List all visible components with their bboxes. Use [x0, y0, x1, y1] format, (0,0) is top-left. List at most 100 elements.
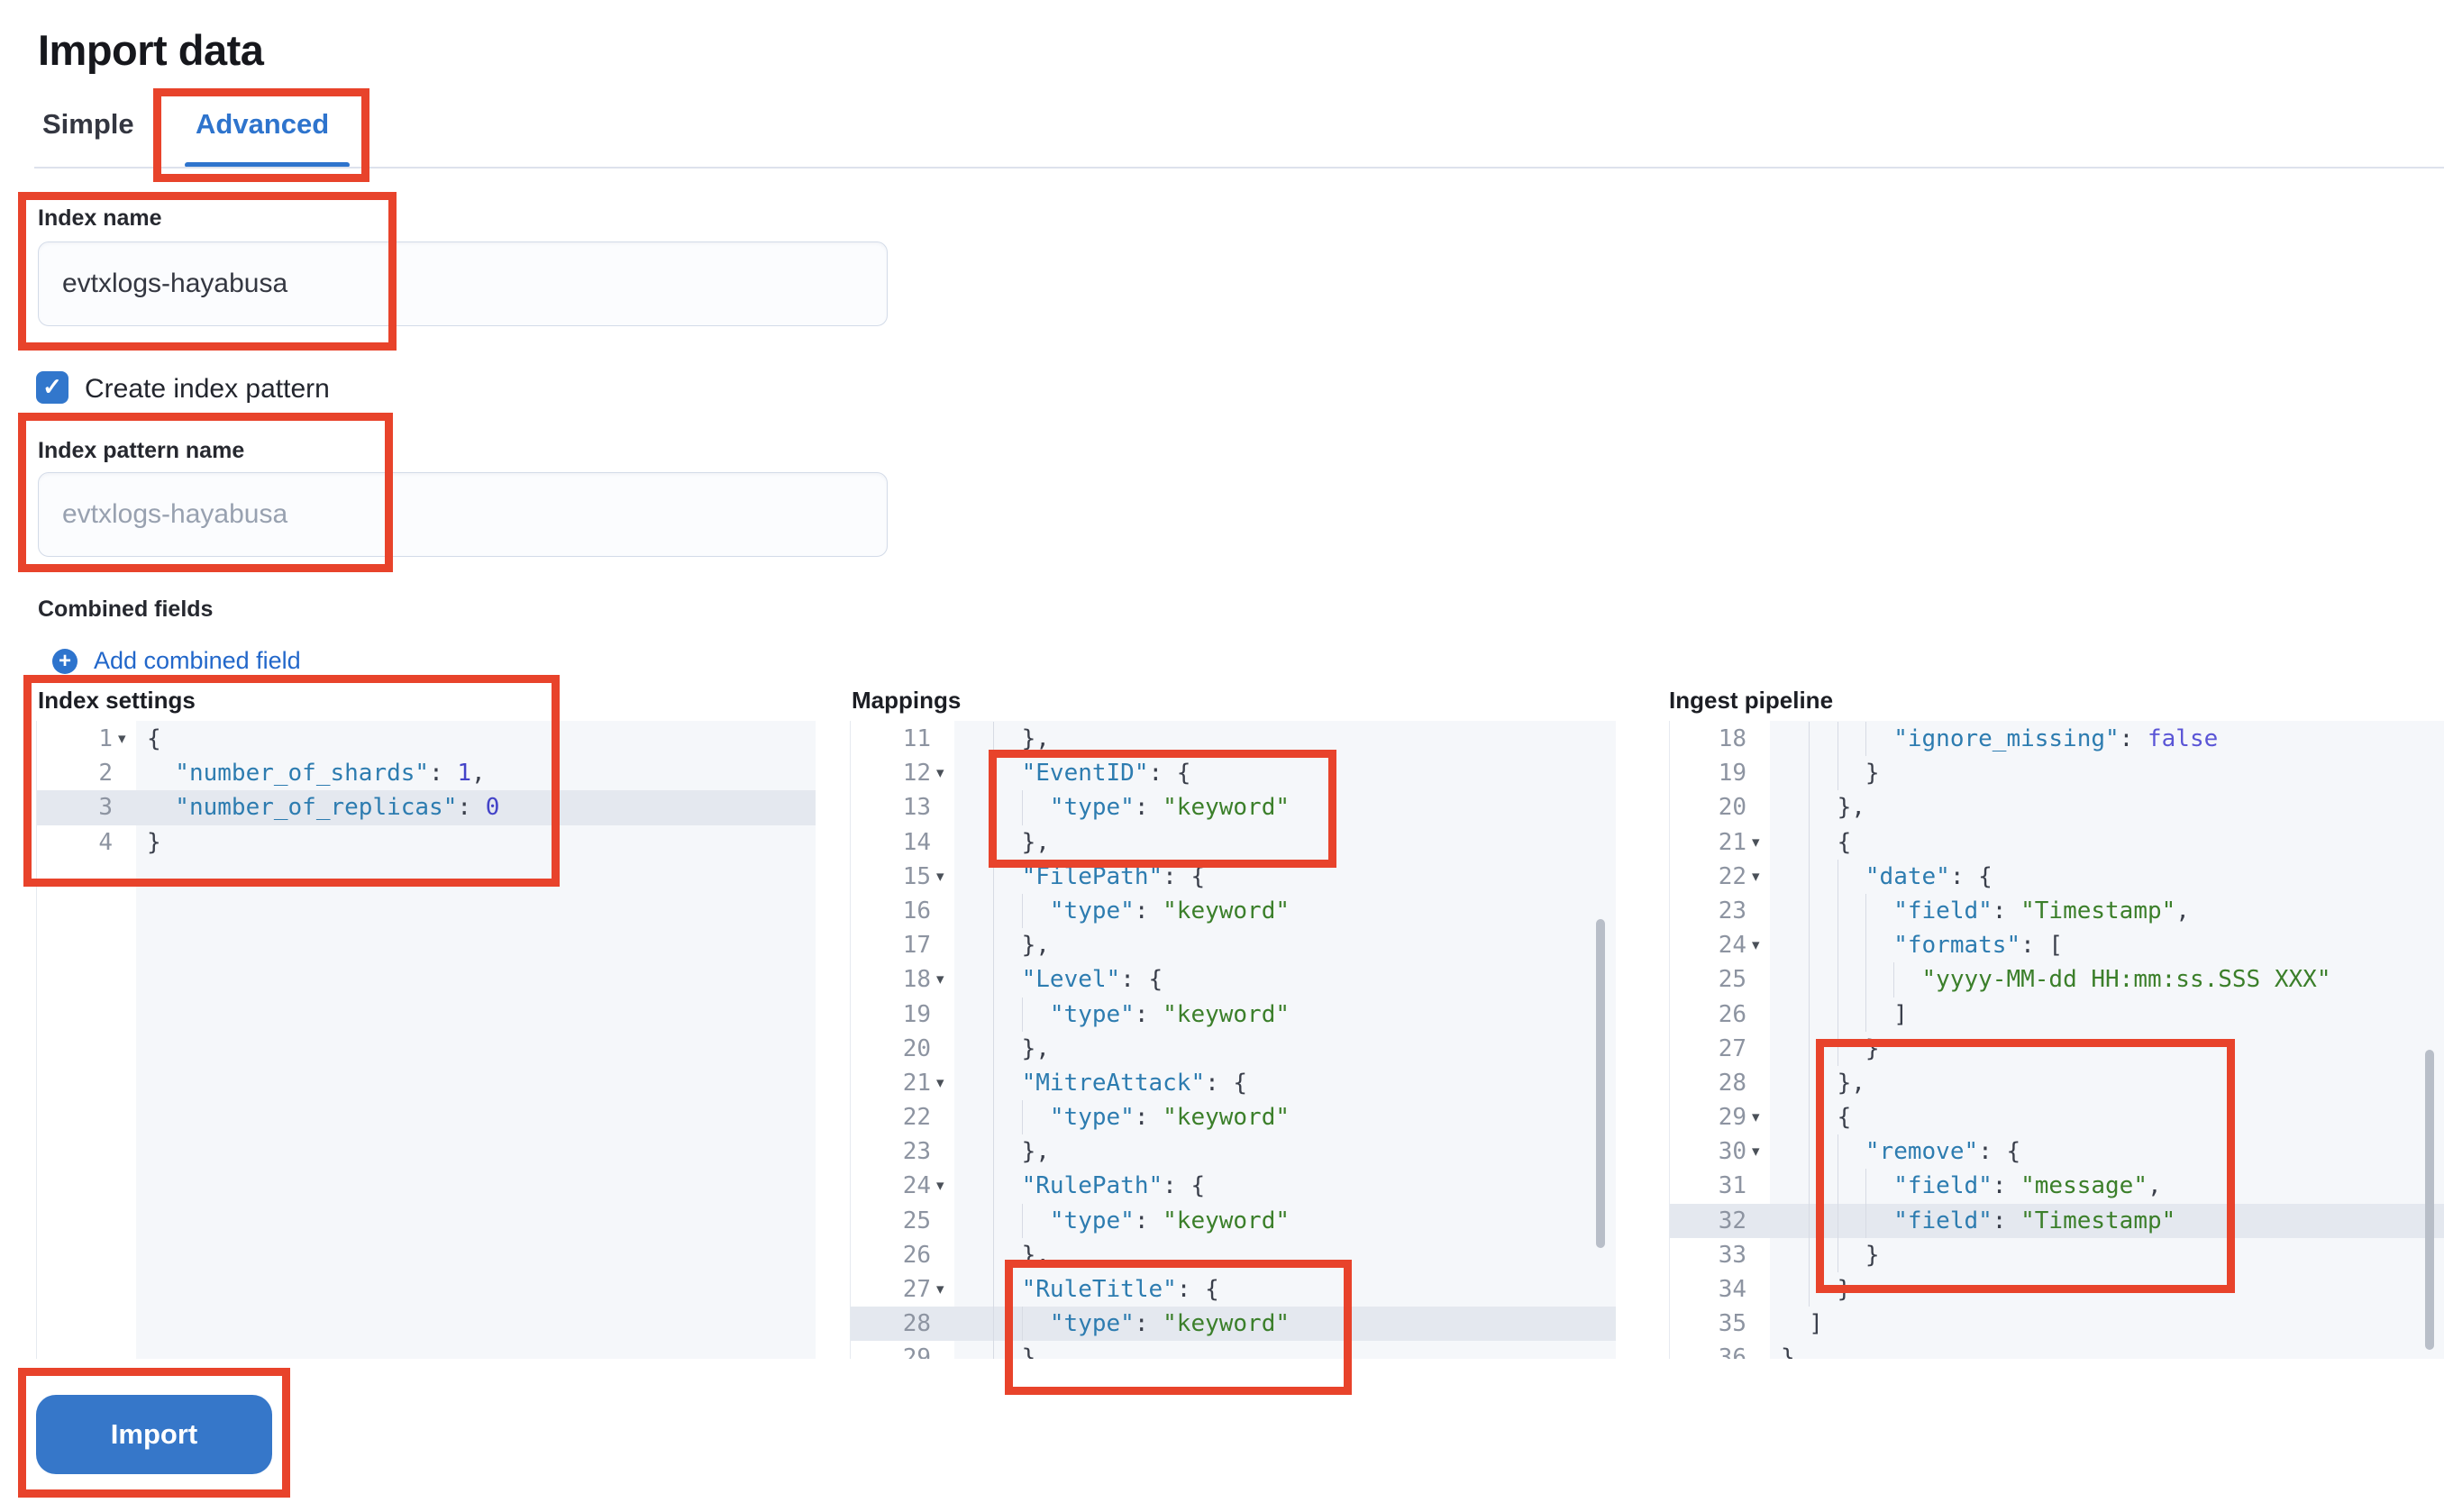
gutter-line-number: 13	[851, 790, 954, 824]
code-line-36: 36}	[1670, 1341, 2444, 1359]
code-line-30: 30▾"remove": {	[1670, 1134, 2444, 1170]
gutter-line-number: 32	[1670, 1204, 1770, 1238]
code-line-24: 24▾"formats": [	[1670, 928, 2444, 963]
code-line-32: 32"field": "Timestamp"	[1670, 1203, 2444, 1238]
gutter-line-number: 21▾	[1670, 825, 1770, 860]
mappings-editor[interactable]: 11},12▾"EventID": {13"type": "keyword"14…	[850, 721, 1616, 1359]
add-combined-field-button[interactable]: + Add combined field	[52, 647, 301, 675]
check-icon: ✓	[42, 373, 62, 400]
gutter-line-number: 28	[1670, 1066, 1770, 1100]
code-line-25: 25"yyyy-MM-dd HH:mm:ss.SSS XXX"	[1670, 962, 2444, 997]
mappings-scrollbar[interactable]	[1596, 919, 1605, 1248]
chevron-down-icon	[1746, 756, 1770, 790]
create-index-pattern-label[interactable]: Create index pattern	[85, 374, 330, 404]
chevron-down-icon	[1746, 962, 1770, 997]
gutter-line-number: 28	[851, 1307, 954, 1341]
code-line-23: 23"field": "Timestamp",	[1670, 893, 2444, 929]
chevron-down-icon	[1746, 1169, 1770, 1203]
code-line-4: 4}	[37, 825, 816, 860]
chevron-down-icon	[931, 1238, 954, 1272]
code-line-26: 26},	[851, 1237, 1616, 1272]
index-pattern-name-label: Index pattern name	[38, 438, 245, 463]
gutter-line-number: 18▾	[851, 962, 954, 997]
code-line-20: 20},	[1670, 790, 2444, 825]
gutter-line-number: 26	[1670, 997, 1770, 1032]
tabs-divider	[34, 167, 2444, 169]
chevron-down-icon	[931, 1134, 954, 1169]
chevron-down-icon	[931, 1341, 954, 1359]
create-index-pattern-checkbox[interactable]: ✓	[36, 371, 68, 404]
gutter-line-number: 26	[851, 1238, 954, 1272]
chevron-down-icon: ▾	[936, 1177, 944, 1195]
chevron-down-icon	[1746, 790, 1770, 824]
combined-fields-label: Combined fields	[38, 597, 214, 622]
code-line-26: 26]	[1670, 997, 2444, 1032]
gutter-line-number: 22▾	[1670, 860, 1770, 894]
gutter-line-number: 11	[851, 722, 954, 756]
gutter-line-number: 23	[851, 1134, 954, 1169]
chevron-down-icon	[1746, 1032, 1770, 1066]
chevron-down-icon: ▾	[1752, 936, 1760, 954]
chevron-down-icon: ▾	[1752, 867, 1760, 885]
code-line-23: 23},	[851, 1134, 1616, 1170]
code-line-24: 24▾"RulePath": {	[851, 1169, 1616, 1204]
tab-simple[interactable]: Simple	[42, 108, 134, 140]
gutter-line-number: 16	[851, 894, 954, 928]
code-line-1: 1▾{	[37, 722, 816, 756]
gutter-line-number: 27	[1670, 1032, 1770, 1066]
code-line-25: 25"type": "keyword"	[851, 1203, 1616, 1238]
chevron-down-icon	[113, 790, 136, 824]
active-tab-underline	[185, 162, 350, 168]
chevron-down-icon	[1746, 1204, 1770, 1238]
ingest-pipeline-scrollbar[interactable]	[2425, 1050, 2434, 1350]
chevron-down-icon	[1746, 722, 1770, 756]
chevron-down-icon	[1746, 1066, 1770, 1100]
gutter-line-number: 22	[851, 1100, 954, 1134]
index-settings-editor[interactable]: 1▾{2"number_of_shards": 1,3"number_of_re…	[36, 721, 816, 1359]
gutter-line-number: 17	[851, 928, 954, 962]
code-line-21: 21▾{	[1670, 824, 2444, 860]
chevron-down-icon: ▾	[936, 867, 944, 885]
code-line-28: 28},	[1670, 1065, 2444, 1101]
gutter-line-number: 19	[1670, 756, 1770, 790]
chevron-down-icon: ▾	[936, 764, 944, 782]
gutter-line-number: 25	[1670, 962, 1770, 997]
code-line-14: 14},	[851, 824, 1616, 860]
gutter-line-number: 20	[1670, 790, 1770, 824]
import-button[interactable]: Import	[36, 1395, 272, 1474]
gutter-line-number: 30▾	[1670, 1134, 1770, 1169]
code-line-29: 29▾{	[1670, 1100, 2444, 1135]
chevron-down-icon: ▾	[936, 1073, 944, 1091]
index-pattern-name-placeholder: evtxlogs-hayabusa	[62, 499, 288, 529]
gutter-line-number: 24▾	[851, 1169, 954, 1203]
code-line-29: 29},	[851, 1341, 1616, 1359]
gutter-line-number: 21▾	[851, 1066, 954, 1100]
chevron-down-icon	[931, 825, 954, 860]
code-line-27: 27}	[1670, 1031, 2444, 1066]
chevron-down-icon	[1746, 894, 1770, 928]
code-line-33: 33}	[1670, 1237, 2444, 1272]
code-line-22: 22▾"date": {	[1670, 859, 2444, 894]
chevron-down-icon	[931, 1100, 954, 1134]
chevron-down-icon	[931, 894, 954, 928]
chevron-down-icon	[931, 997, 954, 1032]
gutter-line-number: 31	[1670, 1169, 1770, 1203]
chevron-down-icon	[931, 1032, 954, 1066]
gutter-line-number: 19	[851, 997, 954, 1032]
gutter-line-number: 33	[1670, 1238, 1770, 1272]
index-name-input[interactable]: evtxlogs-hayabusa	[38, 241, 888, 326]
code-line-19: 19"type": "keyword"	[851, 997, 1616, 1032]
code-line-28: 28"type": "keyword"	[851, 1307, 1616, 1342]
code-line-13: 13"type": "keyword"	[851, 790, 1616, 825]
code-line-31: 31"field": "message",	[1670, 1169, 2444, 1204]
tab-advanced[interactable]: Advanced	[196, 108, 330, 140]
chevron-down-icon	[1746, 1341, 1770, 1359]
chevron-down-icon	[1746, 997, 1770, 1032]
index-name-label: Index name	[38, 205, 162, 231]
index-pattern-name-input[interactable]: evtxlogs-hayabusa	[38, 472, 888, 557]
chevron-down-icon	[931, 722, 954, 756]
code-line-17: 17},	[851, 928, 1616, 963]
code-line-18: 18▾"Level": {	[851, 962, 1616, 997]
ingest-pipeline-label: Ingest pipeline	[1669, 687, 1834, 714]
